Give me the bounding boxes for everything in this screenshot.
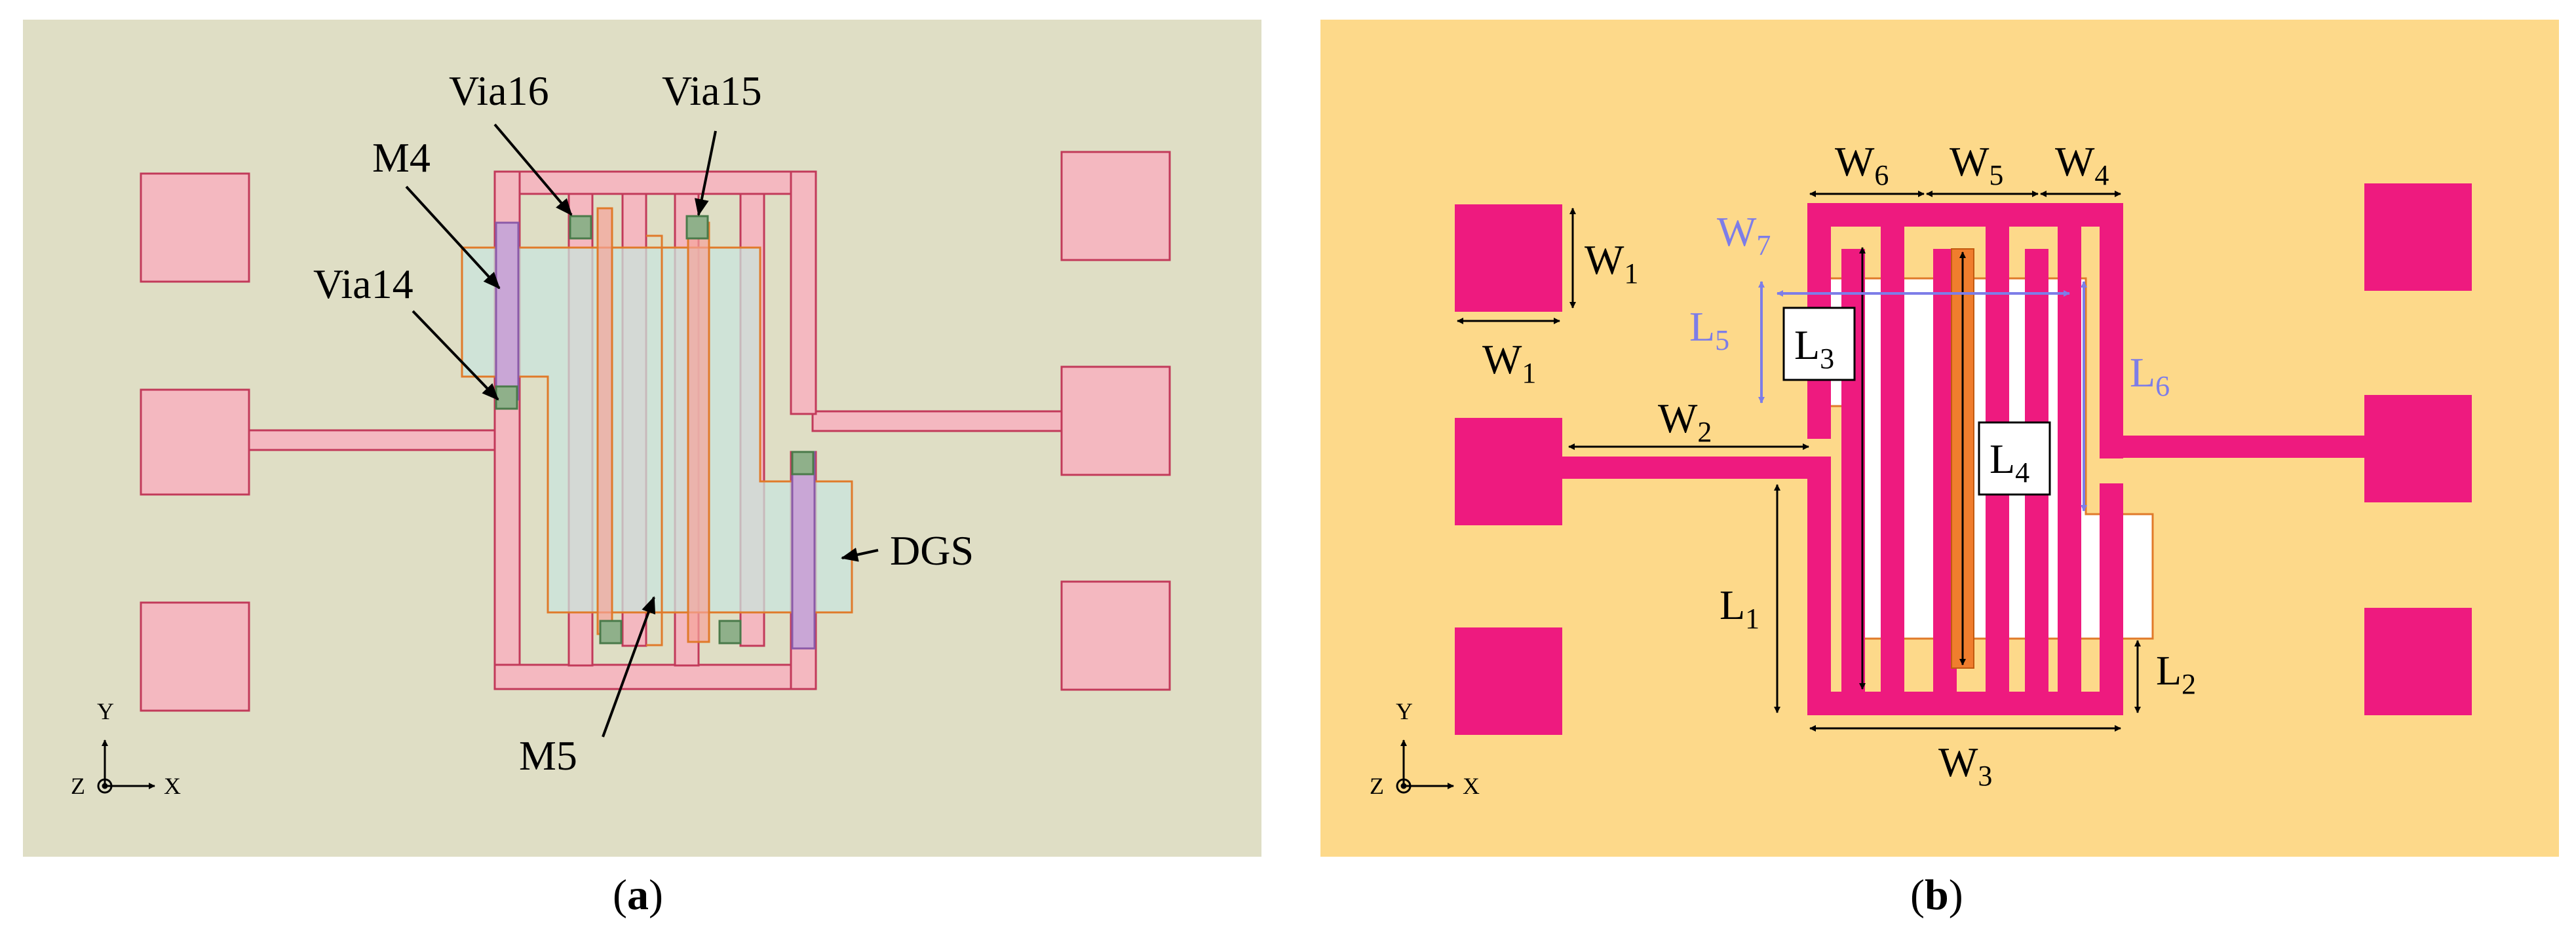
pad-a-mid-left — [140, 388, 250, 496]
axis-b-z-dot — [1400, 783, 1407, 789]
res-b-right-arm — [2100, 203, 2123, 458]
label-l2: L2 — [2156, 647, 2196, 700]
arrow-m4 — [405, 185, 501, 290]
panel-b-resonator — [1807, 203, 2123, 715]
caption-b: (b) — [1910, 871, 1963, 919]
label-l4: L4 — [1990, 436, 2029, 489]
m5-a-strip-2 — [687, 221, 710, 643]
panel-a-vias — [495, 215, 815, 644]
label-via14: Via14 — [313, 261, 413, 307]
pad-a-top-left — [140, 172, 250, 283]
axis-a-y-label: Y — [97, 698, 114, 724]
label-m5: M5 — [519, 732, 577, 779]
via-a-15 — [685, 215, 709, 240]
box-l4 — [1978, 421, 2051, 496]
pad-a-bottom-right — [1060, 580, 1171, 691]
arrow-via16 — [493, 123, 573, 216]
label-w5: W5 — [1950, 138, 2003, 191]
panel-b-axes — [1396, 739, 1454, 794]
pad-b-bottom-left — [1455, 627, 1562, 735]
panel-a: Via16 Via15 M4 Via14 DGS M5 Y Z X (a) — [23, 20, 1261, 919]
res-b-left-lower — [1807, 457, 1831, 715]
label-m4: M4 — [372, 134, 431, 181]
res-a-right-arm — [790, 170, 817, 415]
arrow-m5 — [602, 596, 656, 738]
axis-a-z-label: Z — [71, 773, 85, 799]
axis-b-z-circle — [1396, 778, 1412, 794]
label-l5: L5 — [1689, 303, 1729, 356]
panel-b: W1 W1 W2 L1 L2 W3 W6 W5 W4 W7 L5 L6 L3 L… — [1320, 20, 2559, 919]
label-l3: L3 — [1794, 322, 1834, 375]
panel-b-feedlines — [1562, 436, 2364, 479]
via-a-m5-right — [718, 620, 742, 644]
feed-b-left — [1562, 457, 1809, 479]
pad-b-mid-right — [2364, 395, 2472, 502]
axis-a-z-circle — [97, 778, 113, 794]
label-via15: Via15 — [662, 67, 762, 114]
panel-b-pads — [1455, 183, 2472, 735]
arrow-via14 — [412, 310, 499, 401]
pad-b-top-right — [2364, 183, 2472, 291]
pad-a-top-right — [1060, 151, 1171, 261]
panel-a-callouts — [405, 123, 879, 738]
label-dgs: DGS — [890, 527, 974, 574]
via-a-14 — [495, 385, 518, 410]
label-w3: W3 — [1938, 739, 1992, 792]
feed-a-right — [811, 410, 1063, 432]
label-l1: L1 — [1720, 582, 1759, 635]
res-b-finger-3 — [2058, 227, 2081, 692]
axis-a-z-dot — [102, 783, 108, 789]
m5-a-strip-1 — [596, 207, 613, 635]
label-via16: Via16 — [449, 67, 549, 114]
axis-b-x-label: X — [1463, 773, 1480, 799]
res-b-top-bar — [1807, 203, 2123, 227]
label-w1-bottom: W1 — [1482, 336, 1536, 389]
axis-a-x-label: X — [164, 773, 181, 799]
dgs-a-shape — [461, 246, 853, 614]
label-w1-top: W1 — [1585, 236, 1638, 290]
label-w6: W6 — [1835, 138, 1889, 191]
res-a-bottom-bar — [493, 663, 817, 690]
panel-a-m4 — [495, 221, 816, 650]
via-a-m5-left — [599, 620, 623, 644]
feed-b-right — [2123, 436, 2364, 458]
label-w4: W4 — [2055, 138, 2109, 191]
panel-a-axes — [97, 739, 155, 794]
panel-a-dgs — [461, 207, 853, 646]
pad-b-mid-left — [1455, 418, 1562, 525]
pad-a-bottom-left — [140, 601, 250, 712]
m4-a-strip-right — [791, 451, 816, 650]
label-l6: L6 — [2130, 349, 2170, 402]
res-b-bottom-bar — [1807, 692, 2123, 715]
arrow-via15 — [694, 130, 717, 216]
panel-a-feedlines — [248, 410, 1063, 451]
caption-a: (a) — [613, 871, 663, 919]
arrow-dgs — [841, 548, 879, 562]
res-b-finger-1 — [1881, 227, 1904, 692]
panel-b-dimensions-blue — [1758, 281, 2087, 512]
box-l3 — [1782, 307, 1856, 381]
panel-b-dimensions-black — [1457, 191, 2141, 732]
axis-b-y-label: Y — [1396, 698, 1413, 724]
pad-b-bottom-right — [2364, 608, 2472, 715]
pad-a-mid-right — [1060, 365, 1171, 476]
label-w7: W7 — [1717, 208, 1771, 261]
m5-a-outline — [646, 234, 663, 646]
res-b-right-lower — [2100, 483, 2123, 715]
pad-b-top-left — [1455, 204, 1562, 312]
feed-a-left — [248, 429, 496, 451]
axis-b-z-label: Z — [1370, 773, 1384, 799]
via-a-16 — [569, 215, 592, 240]
m4-a-strip-left — [495, 221, 520, 401]
panel-a-pads — [140, 151, 1171, 712]
label-w2: W2 — [1658, 395, 1712, 448]
via-a-dgs — [791, 451, 815, 476]
